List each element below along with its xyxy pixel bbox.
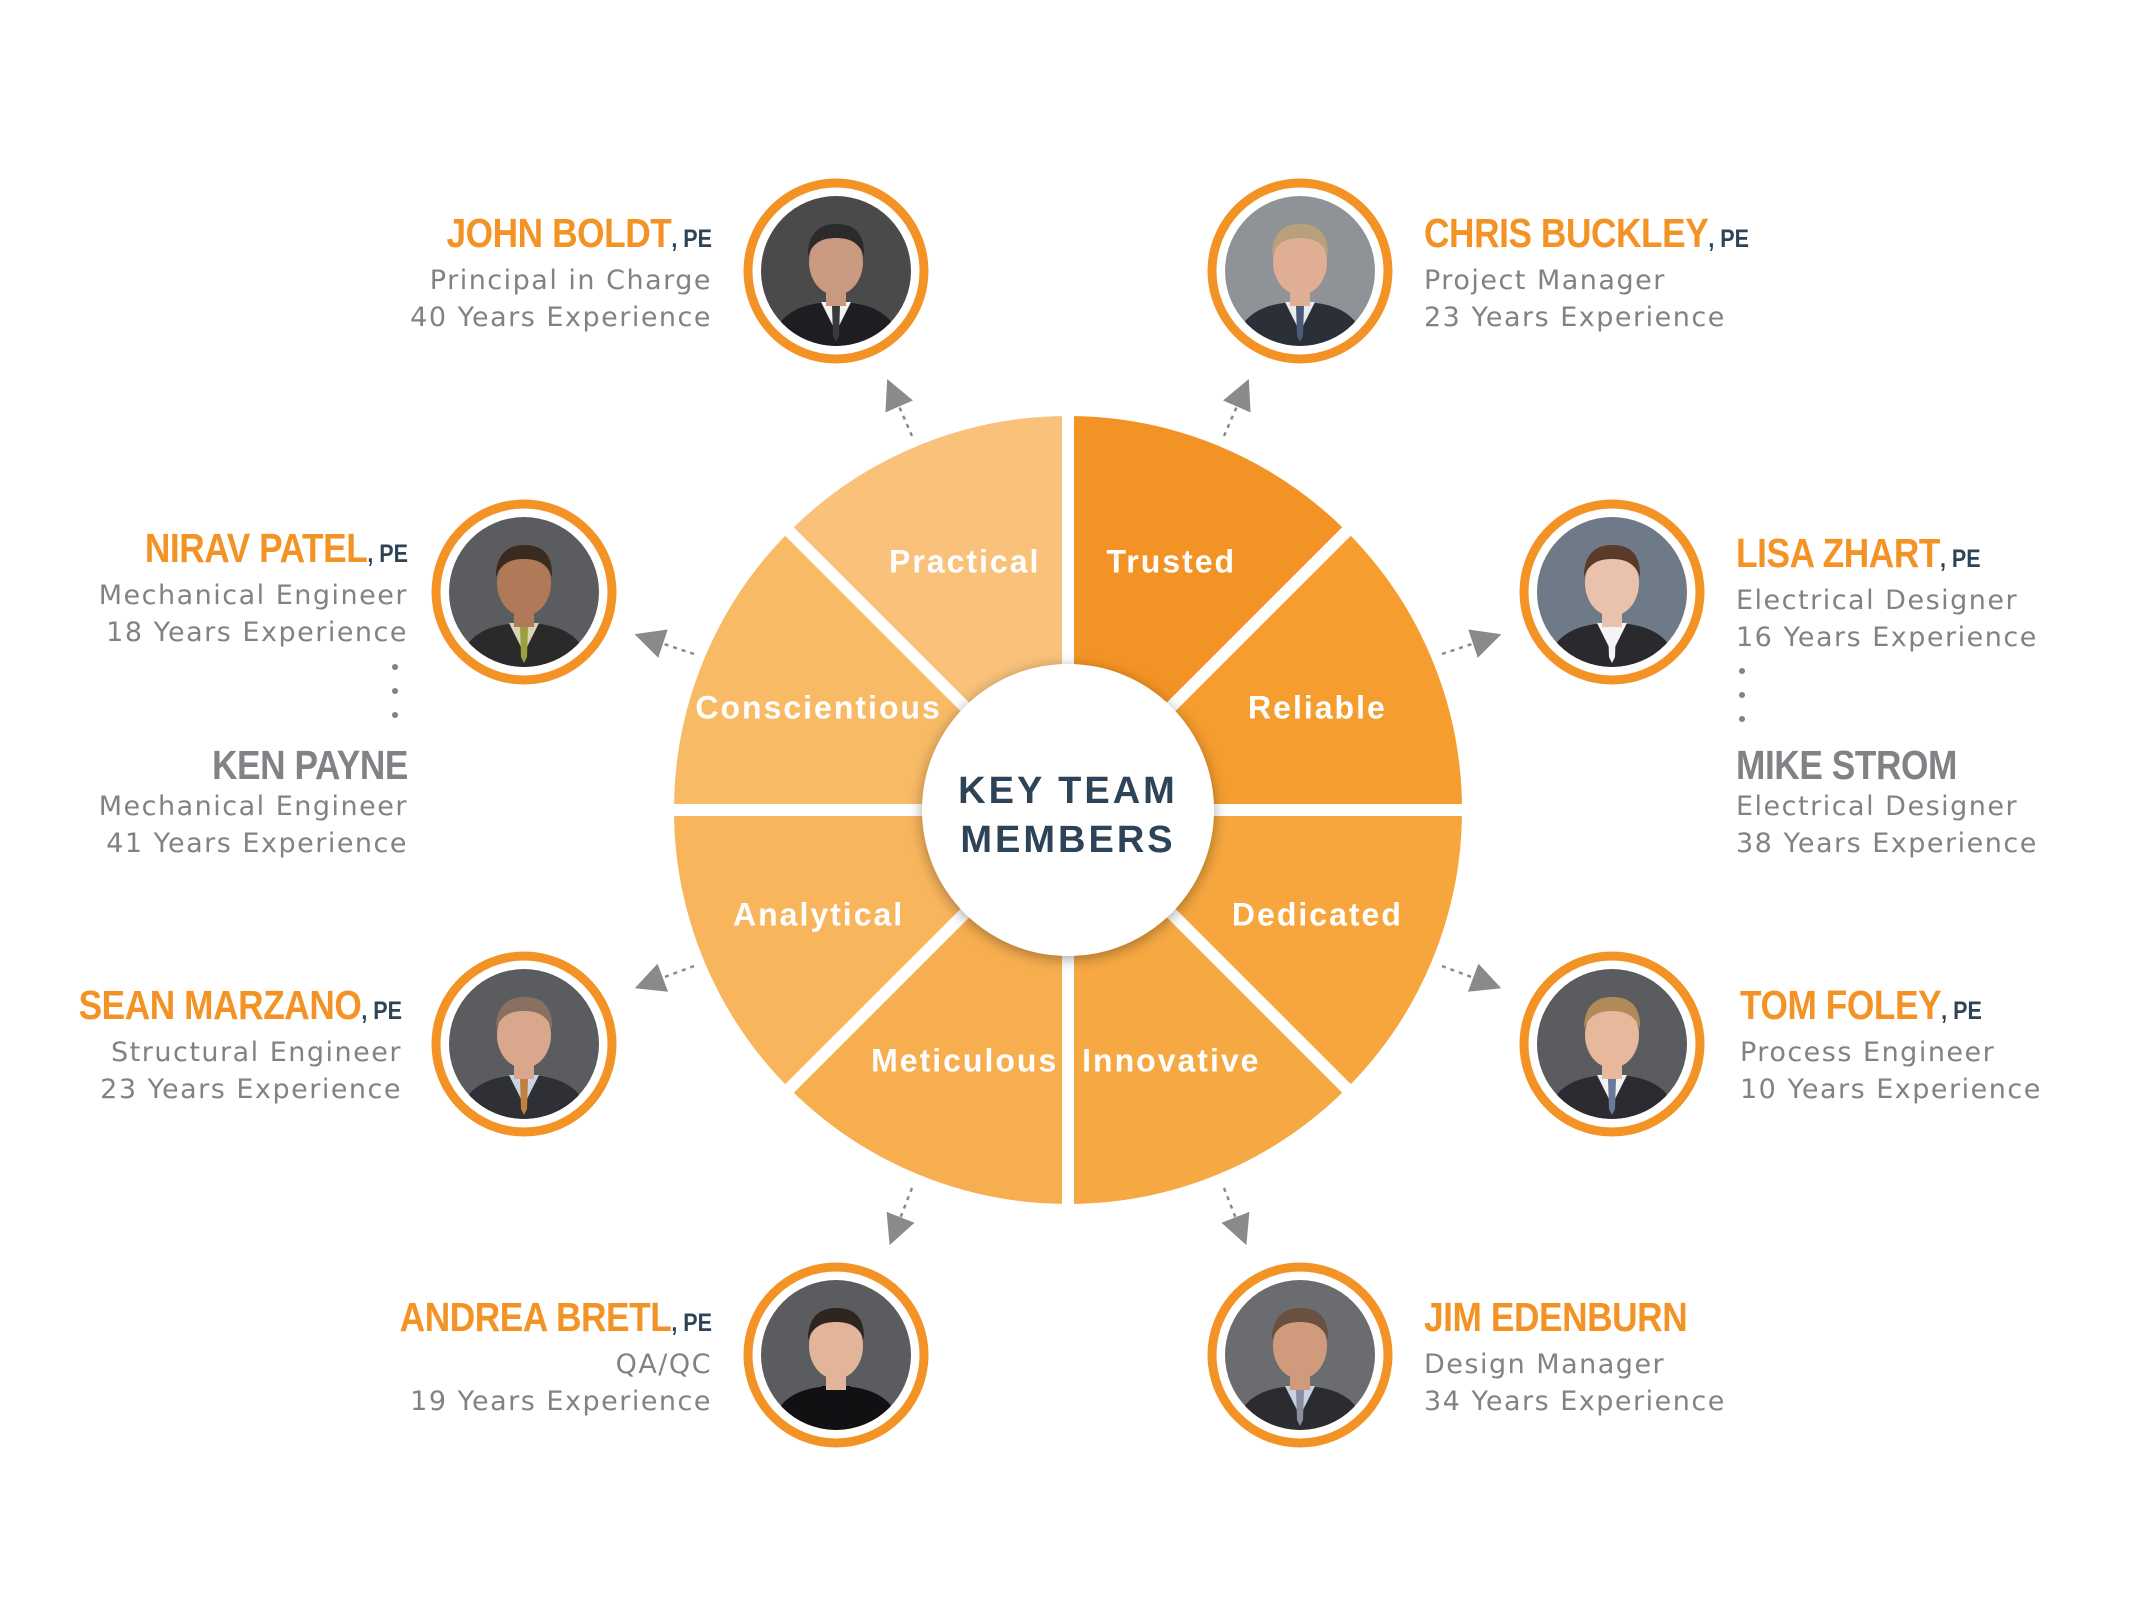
member-credential: , PE bbox=[1941, 997, 1982, 1025]
member-tom-foley: TOM FOLEY, PE Process Engineer 10 Years … bbox=[1740, 982, 2134, 1108]
member-credential: , PE bbox=[361, 997, 402, 1025]
photo-andrea-bretl bbox=[761, 1280, 911, 1430]
member-credential: , PE bbox=[367, 540, 408, 568]
photo-lisa-zhart bbox=[1537, 517, 1687, 667]
photo-tom-foley bbox=[1537, 969, 1687, 1119]
member-role: Mechanical Engineer bbox=[98, 791, 408, 822]
member-sean-marzano: SEAN MARZANO, PE Structural Engineer 23 … bbox=[0, 982, 402, 1108]
center-title-line2: MEMBERS bbox=[960, 819, 1175, 861]
member-experience: 23 Years Experience bbox=[100, 1074, 402, 1105]
dots-divider-left bbox=[392, 664, 400, 736]
member-name: ANDREA BRETL, PE bbox=[399, 1294, 712, 1340]
wheel-label-reliable: Reliable bbox=[1248, 690, 1387, 726]
member-credential: , PE bbox=[671, 225, 712, 253]
arrow-to-tom-foley bbox=[1441, 963, 1502, 992]
center-hub: KEY TEAM MEMBERS bbox=[922, 664, 1214, 956]
member-name: NIRAV PATEL, PE bbox=[144, 525, 408, 571]
member-experience: 38 Years Experience bbox=[1736, 828, 2038, 859]
member-role: QA/QC bbox=[615, 1349, 712, 1380]
portrait-icon bbox=[1225, 196, 1375, 346]
member-credential: , PE bbox=[1708, 225, 1749, 253]
member-experience: 18 Years Experience bbox=[106, 617, 408, 648]
arrow-to-chris-buckley bbox=[1222, 378, 1251, 437]
member-name: CHRIS BUCKLEY, PE bbox=[1424, 210, 1749, 256]
member-credential: , PE bbox=[671, 1309, 712, 1337]
center-circle bbox=[922, 664, 1214, 956]
photo-jim-edenburn bbox=[1225, 1280, 1375, 1430]
portrait-icon bbox=[1537, 517, 1687, 667]
member-role: Structural Engineer bbox=[111, 1037, 402, 1068]
member-role: Project Manager bbox=[1424, 265, 1666, 296]
member-lisa-zhart: LISA ZHART, PE Electrical Designer 16 Ye… bbox=[1736, 530, 2134, 656]
member-role: Principal in Charge bbox=[429, 265, 712, 296]
portrait-icon bbox=[761, 196, 911, 346]
member-experience: 41 Years Experience bbox=[106, 828, 408, 859]
arrow-to-jim-edenburn bbox=[1221, 1187, 1250, 1246]
portrait-icon bbox=[761, 1280, 911, 1430]
wheel-label-meticulous: Meticulous bbox=[871, 1042, 1058, 1078]
photo-nirav-patel bbox=[449, 517, 599, 667]
center-title-line1: KEY TEAM bbox=[958, 770, 1178, 812]
arrow-to-andrea-bretl bbox=[886, 1187, 915, 1246]
portrait-icon bbox=[449, 517, 599, 667]
wheel-label-practical: Practical bbox=[889, 544, 1040, 580]
wheel-label-innovative: Innovative bbox=[1082, 1042, 1260, 1078]
wheel-label-analytical: Analytical bbox=[733, 896, 904, 932]
member-name: JOHN BOLDT, PE bbox=[446, 210, 712, 256]
member-nirav-patel: NIRAV PATEL, PE Mechanical Engineer 18 Y… bbox=[0, 525, 408, 651]
member-experience: 23 Years Experience bbox=[1424, 302, 1726, 333]
member-name: TOM FOLEY, PE bbox=[1740, 982, 1982, 1028]
member-name: KEN PAYNE bbox=[211, 742, 408, 788]
member-experience: 34 Years Experience bbox=[1424, 1386, 1726, 1417]
member-mike-strom: MIKE STROM Electrical Designer 38 Years … bbox=[1736, 742, 2134, 862]
wheel-label-dedicated: Dedicated bbox=[1232, 896, 1403, 932]
member-role: Electrical Designer bbox=[1736, 585, 2019, 616]
arrow-to-john-boldt bbox=[885, 378, 914, 437]
member-experience: 19 Years Experience bbox=[410, 1386, 712, 1417]
photo-sean-marzano bbox=[449, 969, 599, 1119]
arrow-to-sean-marzano bbox=[634, 963, 695, 992]
member-role: Mechanical Engineer bbox=[98, 580, 408, 611]
member-name: MIKE STROM bbox=[1736, 742, 1957, 788]
member-andrea-bretl: ANDREA BRETL, PE QA/QC 19 Years Experien… bbox=[152, 1294, 712, 1420]
member-name: JIM EDENBURN bbox=[1424, 1294, 1688, 1340]
member-name: SEAN MARZANO, PE bbox=[78, 982, 402, 1028]
portrait-icon bbox=[1537, 969, 1687, 1119]
arrow-to-nirav-patel bbox=[634, 629, 695, 658]
dots-divider-right bbox=[1739, 668, 1747, 740]
portrait-icon bbox=[1225, 1280, 1375, 1430]
member-credential: , PE bbox=[1939, 545, 1981, 573]
member-jim-edenburn: JIM EDENBURN Design Manager 34 Years Exp… bbox=[1424, 1294, 1984, 1420]
member-experience: 10 Years Experience bbox=[1740, 1074, 2042, 1105]
member-john-boldt: JOHN BOLDT, PE Principal in Charge 40 Ye… bbox=[152, 210, 712, 336]
wheel-label-trusted: Trusted bbox=[1107, 544, 1237, 580]
member-ken-payne: KEN PAYNE Mechanical Engineer 41 Years E… bbox=[0, 742, 409, 862]
portrait-icon bbox=[449, 969, 599, 1119]
member-experience: 40 Years Experience bbox=[410, 302, 712, 333]
member-role: Design Manager bbox=[1424, 1349, 1666, 1380]
member-role: Process Engineer bbox=[1740, 1037, 1996, 1068]
member-name: LISA ZHART, PE bbox=[1736, 530, 1981, 576]
photo-chris-buckley bbox=[1225, 196, 1375, 346]
member-role: Electrical Designer bbox=[1736, 791, 2019, 822]
member-chris-buckley: CHRIS BUCKLEY, PE Project Manager 23 Yea… bbox=[1424, 210, 1984, 336]
photo-john-boldt bbox=[761, 196, 911, 346]
arrow-to-lisa-zhart bbox=[1441, 629, 1502, 658]
wheel-label-conscientious: Conscientious bbox=[695, 690, 941, 726]
member-experience: 16 Years Experience bbox=[1736, 622, 2038, 653]
